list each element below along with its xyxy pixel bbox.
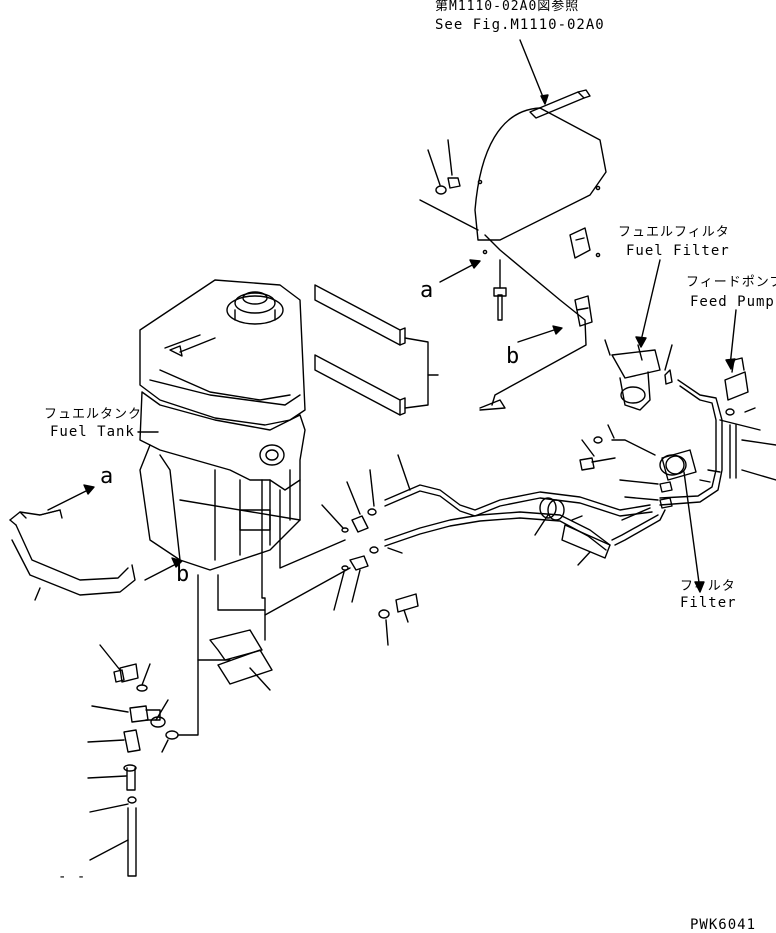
ref-leader [519, 39, 546, 103]
plate-bolt [493, 259, 507, 321]
view-b-arrow [517, 327, 561, 343]
long-bolt [529, 89, 591, 119]
hinge-bracket [574, 295, 593, 327]
fuel-hoses [321, 454, 653, 611]
filter-label-jp: フィルタ [680, 579, 736, 594]
bracket-plate [474, 107, 607, 411]
fuel-tank [139, 279, 306, 571]
fuel-filter-label-en: Fuel Filter [626, 243, 730, 259]
lower-bolt [378, 593, 419, 646]
rubber-pad-upper [314, 284, 406, 346]
tank-view-a-arrow [47, 487, 93, 511]
view-a-label: a [420, 278, 434, 303]
fuel-filter-label-jp: フュエルフィルタ [618, 225, 730, 240]
feed-pump-label-jp: フィードポンプ [686, 275, 776, 290]
drawing-code: PWK6041 [690, 917, 757, 933]
reference-label-en: See Fig.M1110-02A0 [435, 17, 605, 33]
feed-pump-assembly [659, 309, 776, 506]
nut-washer [419, 139, 479, 231]
clip-bracket [569, 227, 591, 259]
reference-label-jp: 第M1110-02A0図参照 [435, 0, 580, 14]
fuel-filter-assembly [604, 259, 673, 411]
dash-mark: - - [58, 869, 87, 885]
hold-down-band [9, 509, 136, 596]
rubber-pad-lower [314, 354, 406, 416]
tank-view-b-arrow [144, 561, 181, 581]
tank-view-a-label: a [100, 464, 114, 489]
view-a-arrow [439, 261, 479, 283]
fuel-tank-label-jp: フュエルタンク [44, 407, 143, 422]
water-separator-filter [579, 424, 705, 593]
tank-view-b-label: b [176, 562, 190, 587]
feed-pump-label-en: Feed Pump [690, 294, 775, 310]
view-b-label: b [506, 344, 520, 369]
fuel-tank-label-en: Fuel Tank [50, 424, 135, 440]
filter-label-en: Filter [680, 595, 737, 611]
strap-bolt [169, 337, 216, 357]
drain-parts [87, 479, 351, 877]
